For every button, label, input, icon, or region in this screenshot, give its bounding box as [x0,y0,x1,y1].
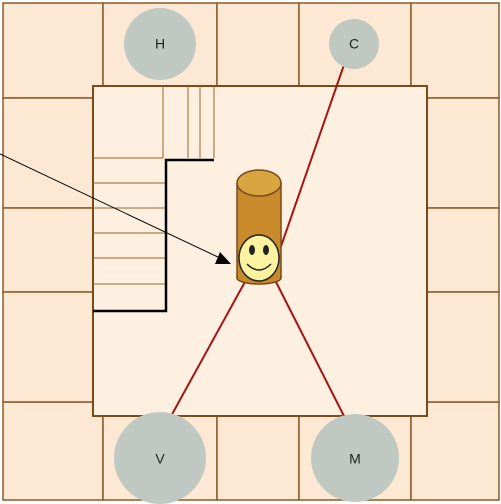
tile [426,207,500,293]
line-center-to-v [169,279,247,419]
tile [216,2,300,99]
tile [2,291,94,403]
connection-lines [169,61,346,419]
node-c-label: C [349,36,359,52]
tile [410,401,500,501]
node-v: V [114,412,206,504]
tile [2,401,104,501]
tile [2,2,104,99]
staircase [93,86,215,285]
tile [426,97,500,209]
node-h-label: H [155,36,165,52]
cylinder-figure [236,169,282,285]
pointer-arrow [0,153,231,264]
tile [410,2,500,99]
tile [2,207,94,293]
tile [426,291,500,403]
node-v-label: V [155,451,165,467]
line-center-to-m [274,279,346,419]
node-m: M [311,414,399,502]
tile [216,401,300,501]
arrowhead-icon [215,252,231,264]
node-m-label: M [349,451,361,467]
node-c: C [329,19,379,69]
line-c-to-center [269,61,346,279]
staircase-wall [93,158,214,313]
node-h: H [124,8,196,80]
smiley-face-icon [238,234,280,282]
cylinder-top [236,169,282,197]
